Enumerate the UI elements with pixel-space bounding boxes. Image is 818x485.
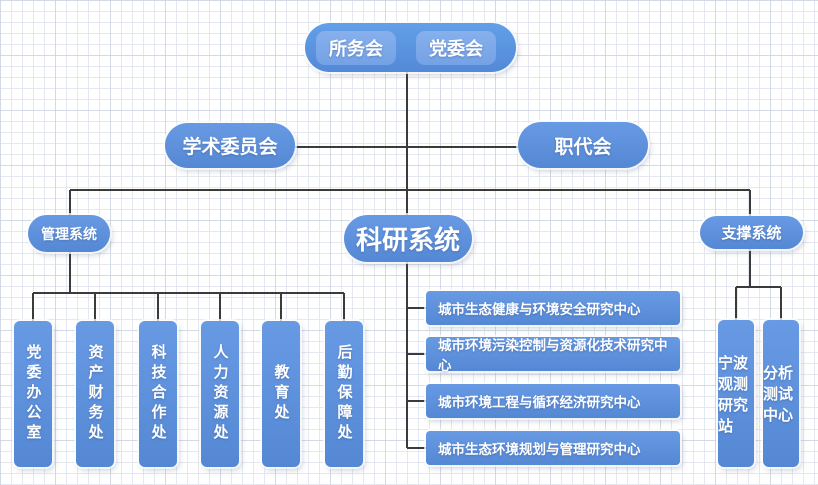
top-group-node[interactable]: 所务会 党委会 <box>305 23 516 72</box>
management-dept-node[interactable]: 党委办公室 <box>14 321 52 467</box>
top-group-item[interactable]: 党委会 <box>416 30 496 65</box>
management-system-node[interactable]: 管理系统 <box>28 215 110 252</box>
top-group-item[interactable]: 所务会 <box>316 30 396 65</box>
unit-label: 分析测试中心 <box>763 365 794 424</box>
support-unit-node[interactable]: 分析测试中心 <box>763 320 799 467</box>
unit-label: 宁波观测研究站 <box>718 354 749 435</box>
research-center-node[interactable]: 城市环境污染控制与资源化技术研究中心 <box>426 337 680 373</box>
workers-congress-node[interactable]: 职代会 <box>518 122 648 168</box>
management-dept-node[interactable]: 科技合作处 <box>139 321 177 467</box>
support-system-node[interactable]: 支撑系统 <box>700 216 803 249</box>
support-unit-node[interactable]: 宁波观测研究站 <box>718 320 754 467</box>
academic-committee-node[interactable]: 学术委员会 <box>165 123 295 168</box>
dept-label: 教育处 <box>272 364 290 424</box>
management-dept-node[interactable]: 资产财务处 <box>76 321 114 467</box>
management-dept-node[interactable]: 人力资源处 <box>201 321 239 467</box>
management-dept-node[interactable]: 后勤保障处 <box>325 321 363 467</box>
research-center-node[interactable]: 城市环境工程与循环经济研究中心 <box>426 384 680 418</box>
dept-label: 资产财务处 <box>86 344 104 444</box>
research-center-node[interactable]: 城市生态环境规划与管理研究中心 <box>426 431 680 465</box>
dept-label: 后勤保障处 <box>335 344 353 444</box>
research-system-node[interactable]: 科研系统 <box>344 215 472 262</box>
dept-label: 人力资源处 <box>211 344 229 444</box>
management-dept-node[interactable]: 教育处 <box>262 321 300 467</box>
research-center-node[interactable]: 城市生态健康与环境安全研究中心 <box>426 291 680 325</box>
dept-label: 科技合作处 <box>149 344 167 444</box>
dept-label: 党委办公室 <box>24 344 42 444</box>
